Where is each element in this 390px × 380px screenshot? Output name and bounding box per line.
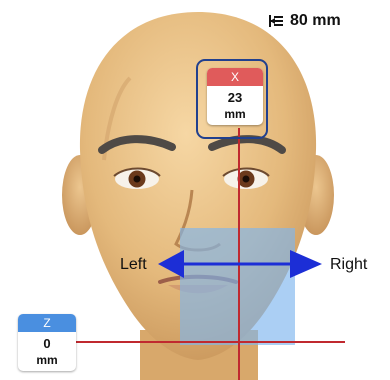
z-control-unit: mm <box>18 352 76 371</box>
width-measure-icon <box>268 14 284 28</box>
face-width-readout: 80 mm <box>268 12 341 30</box>
selection-region[interactable] <box>180 228 295 345</box>
x-position-control[interactable]: X 23 mm <box>207 68 263 125</box>
face-width-value: 80 mm <box>290 12 341 30</box>
right-label: Right <box>330 256 367 274</box>
z-control-value[interactable]: 0 <box>18 332 76 352</box>
x-control-label: X <box>207 68 263 86</box>
x-control-unit: mm <box>207 106 263 125</box>
left-label: Left <box>120 256 147 274</box>
z-position-control[interactable]: Z 0 mm <box>18 314 76 371</box>
x-control-value[interactable]: 23 <box>207 86 263 106</box>
z-control-label: Z <box>18 314 76 332</box>
